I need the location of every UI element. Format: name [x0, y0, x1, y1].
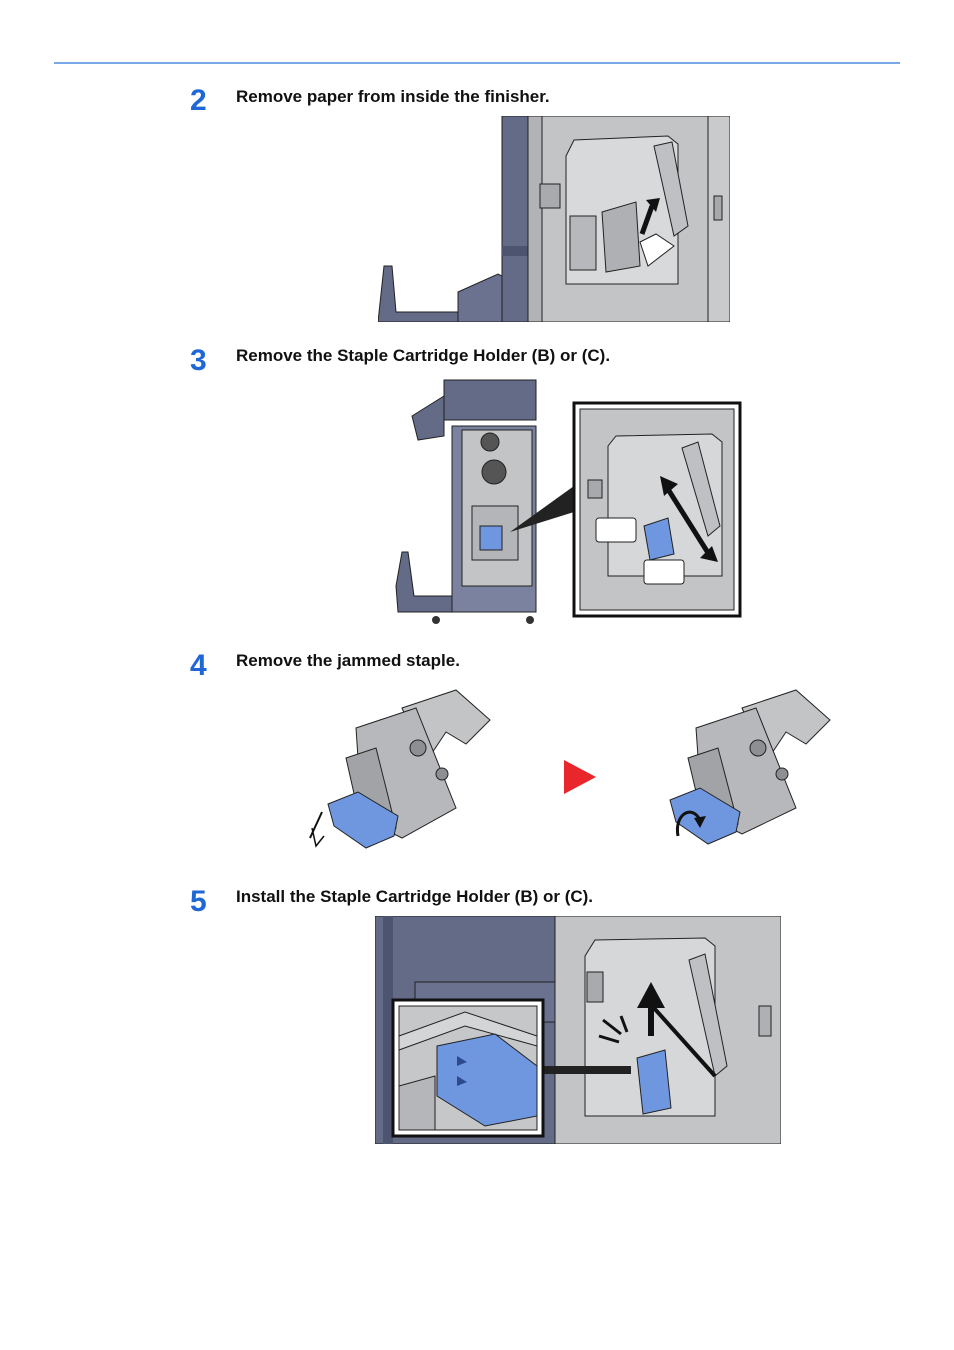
step-5-text: Install the Staple Cartridge Holder (B) …: [236, 887, 594, 906]
step-4-number: 4: [190, 649, 207, 682]
step-2-text: Remove paper from inside the finisher.: [236, 87, 550, 106]
header-rule: [54, 62, 900, 64]
step-2-illustration: [378, 116, 730, 322]
step-4-illustration-after: [666, 688, 832, 846]
step-4-illustration-before: [306, 688, 492, 854]
step-5-number: 5: [190, 885, 207, 918]
step-3-number: 3: [190, 344, 207, 377]
step-5-illustration: [375, 916, 781, 1144]
step-3-illustration: [392, 376, 742, 626]
step-3-text: Remove the Staple Cartridge Holder (B) o…: [236, 346, 611, 365]
step-2-number: 2: [190, 84, 207, 117]
next-arrow-icon: [562, 758, 598, 796]
step-4-text: Remove the jammed staple.: [236, 651, 460, 670]
